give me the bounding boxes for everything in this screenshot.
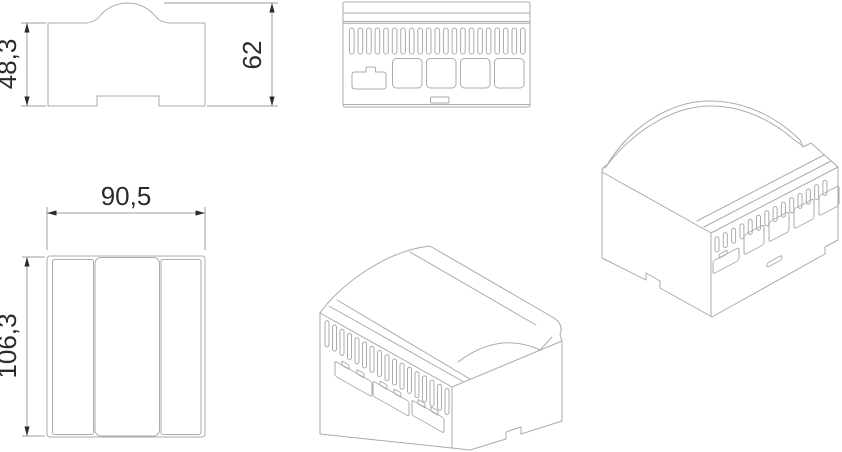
vent-slot [437,383,442,411]
dim-label-depth: 106,3 [0,313,22,378]
vent-slot [822,179,828,196]
vent-slot [460,27,466,55]
vent-slot [332,324,337,352]
rear-square-cutout [392,58,423,89]
iso-fl-terminal-cutout [334,360,373,397]
side-profile-view [47,2,206,107]
dim-label-width: 90,5 [101,181,152,211]
dimension-width: 90,5 [46,181,206,250]
plan-left-strip [52,259,94,435]
vent-slot [805,188,811,205]
dim-label-body-height: 48,3 [0,39,22,90]
iso-view-front-left [319,245,563,451]
dimension-total-height: 62 [164,2,278,107]
iso-rr-connector-cutout [712,247,740,274]
vent-slot [391,27,398,55]
vent-slot [374,27,381,55]
vent-slot [383,27,389,55]
plan-right-strip [160,259,202,435]
vent-slot [780,201,786,218]
vent-slot [444,388,450,416]
iso-fl-vent-slots [324,320,450,416]
vent-slot [377,350,382,377]
iso-rr-vent-slots [714,179,828,253]
rear-square-cutout [494,58,525,89]
iso-fl-silhouette [319,245,563,451]
dim-label-total-height: 62 [237,41,267,70]
vent-slot [339,328,345,356]
vent-slot [347,333,352,360]
rear-panel-view [342,1,531,108]
vent-slot [429,379,435,407]
vent-slot [485,27,492,55]
vent-slot [722,232,728,249]
plan-outline [46,255,206,438]
enclosure-side-outline [47,2,206,107]
vent-slot [408,27,415,55]
vent-slot [511,27,518,55]
top-plan-view [46,255,206,438]
iso-fl-dome-end-arc [457,336,553,363]
vent-slot [357,27,364,55]
vent-slot [502,27,509,55]
vent-slot [366,27,372,55]
vent-slot [400,27,406,55]
iso-rr-square-cutout [793,198,815,229]
rear-square-cutout [460,58,491,89]
vent-slot [392,358,397,386]
plan-center-dome-strip [94,257,160,437]
iso-rr-edges [601,154,839,317]
rear-vent-slots [349,27,526,55]
vent-slot [494,27,500,55]
dimension-body-height: 48,3 [0,22,46,107]
iso-rr-square-cutout [743,224,765,255]
vent-slot [324,320,330,348]
vent-slot [739,223,745,240]
vent-slot [764,210,770,227]
iso-fl-terminal-cutout [411,399,445,433]
vent-slot [477,27,483,55]
vent-slot [422,375,427,403]
rear-label-recess [430,96,450,104]
vent-slot [451,27,458,55]
vent-slot [772,206,778,222]
iso-fl-edges [319,251,563,449]
rear-square-cutout [426,58,457,89]
iso-rr-square-cutout [818,185,840,216]
iso-rr-square-cutout [768,211,790,242]
vent-slot [814,184,820,201]
rear-panel-outline [342,1,531,108]
vent-slot [362,341,367,369]
vent-slot [384,354,390,382]
vent-slot [756,214,761,231]
vent-slot [443,27,449,55]
vent-slot [414,371,420,399]
vent-slot [468,27,475,55]
vent-slot [731,227,737,244]
rear-connector-cutout [351,66,387,90]
vent-slot [520,27,526,55]
vent-slot [354,337,360,365]
vent-slot [417,27,423,55]
vent-slot [349,27,355,55]
iso-view-rear-right [601,100,840,318]
dimension-depth: 106,3 [0,256,45,437]
vent-slot [797,192,803,209]
vent-slot [747,219,753,235]
rear-panel-top-band [342,12,531,105]
vent-slot [714,236,720,253]
vent-slot [407,366,412,394]
vent-slot [434,27,441,55]
iso-rr-label-recess [766,255,783,268]
vent-slot [369,345,375,373]
iso-fl-terminal-cutout [372,380,410,417]
vent-slot [789,197,795,214]
vent-slot [399,362,405,390]
iso-rr-dome-inner-arc [604,105,804,169]
vent-slot [425,27,432,55]
